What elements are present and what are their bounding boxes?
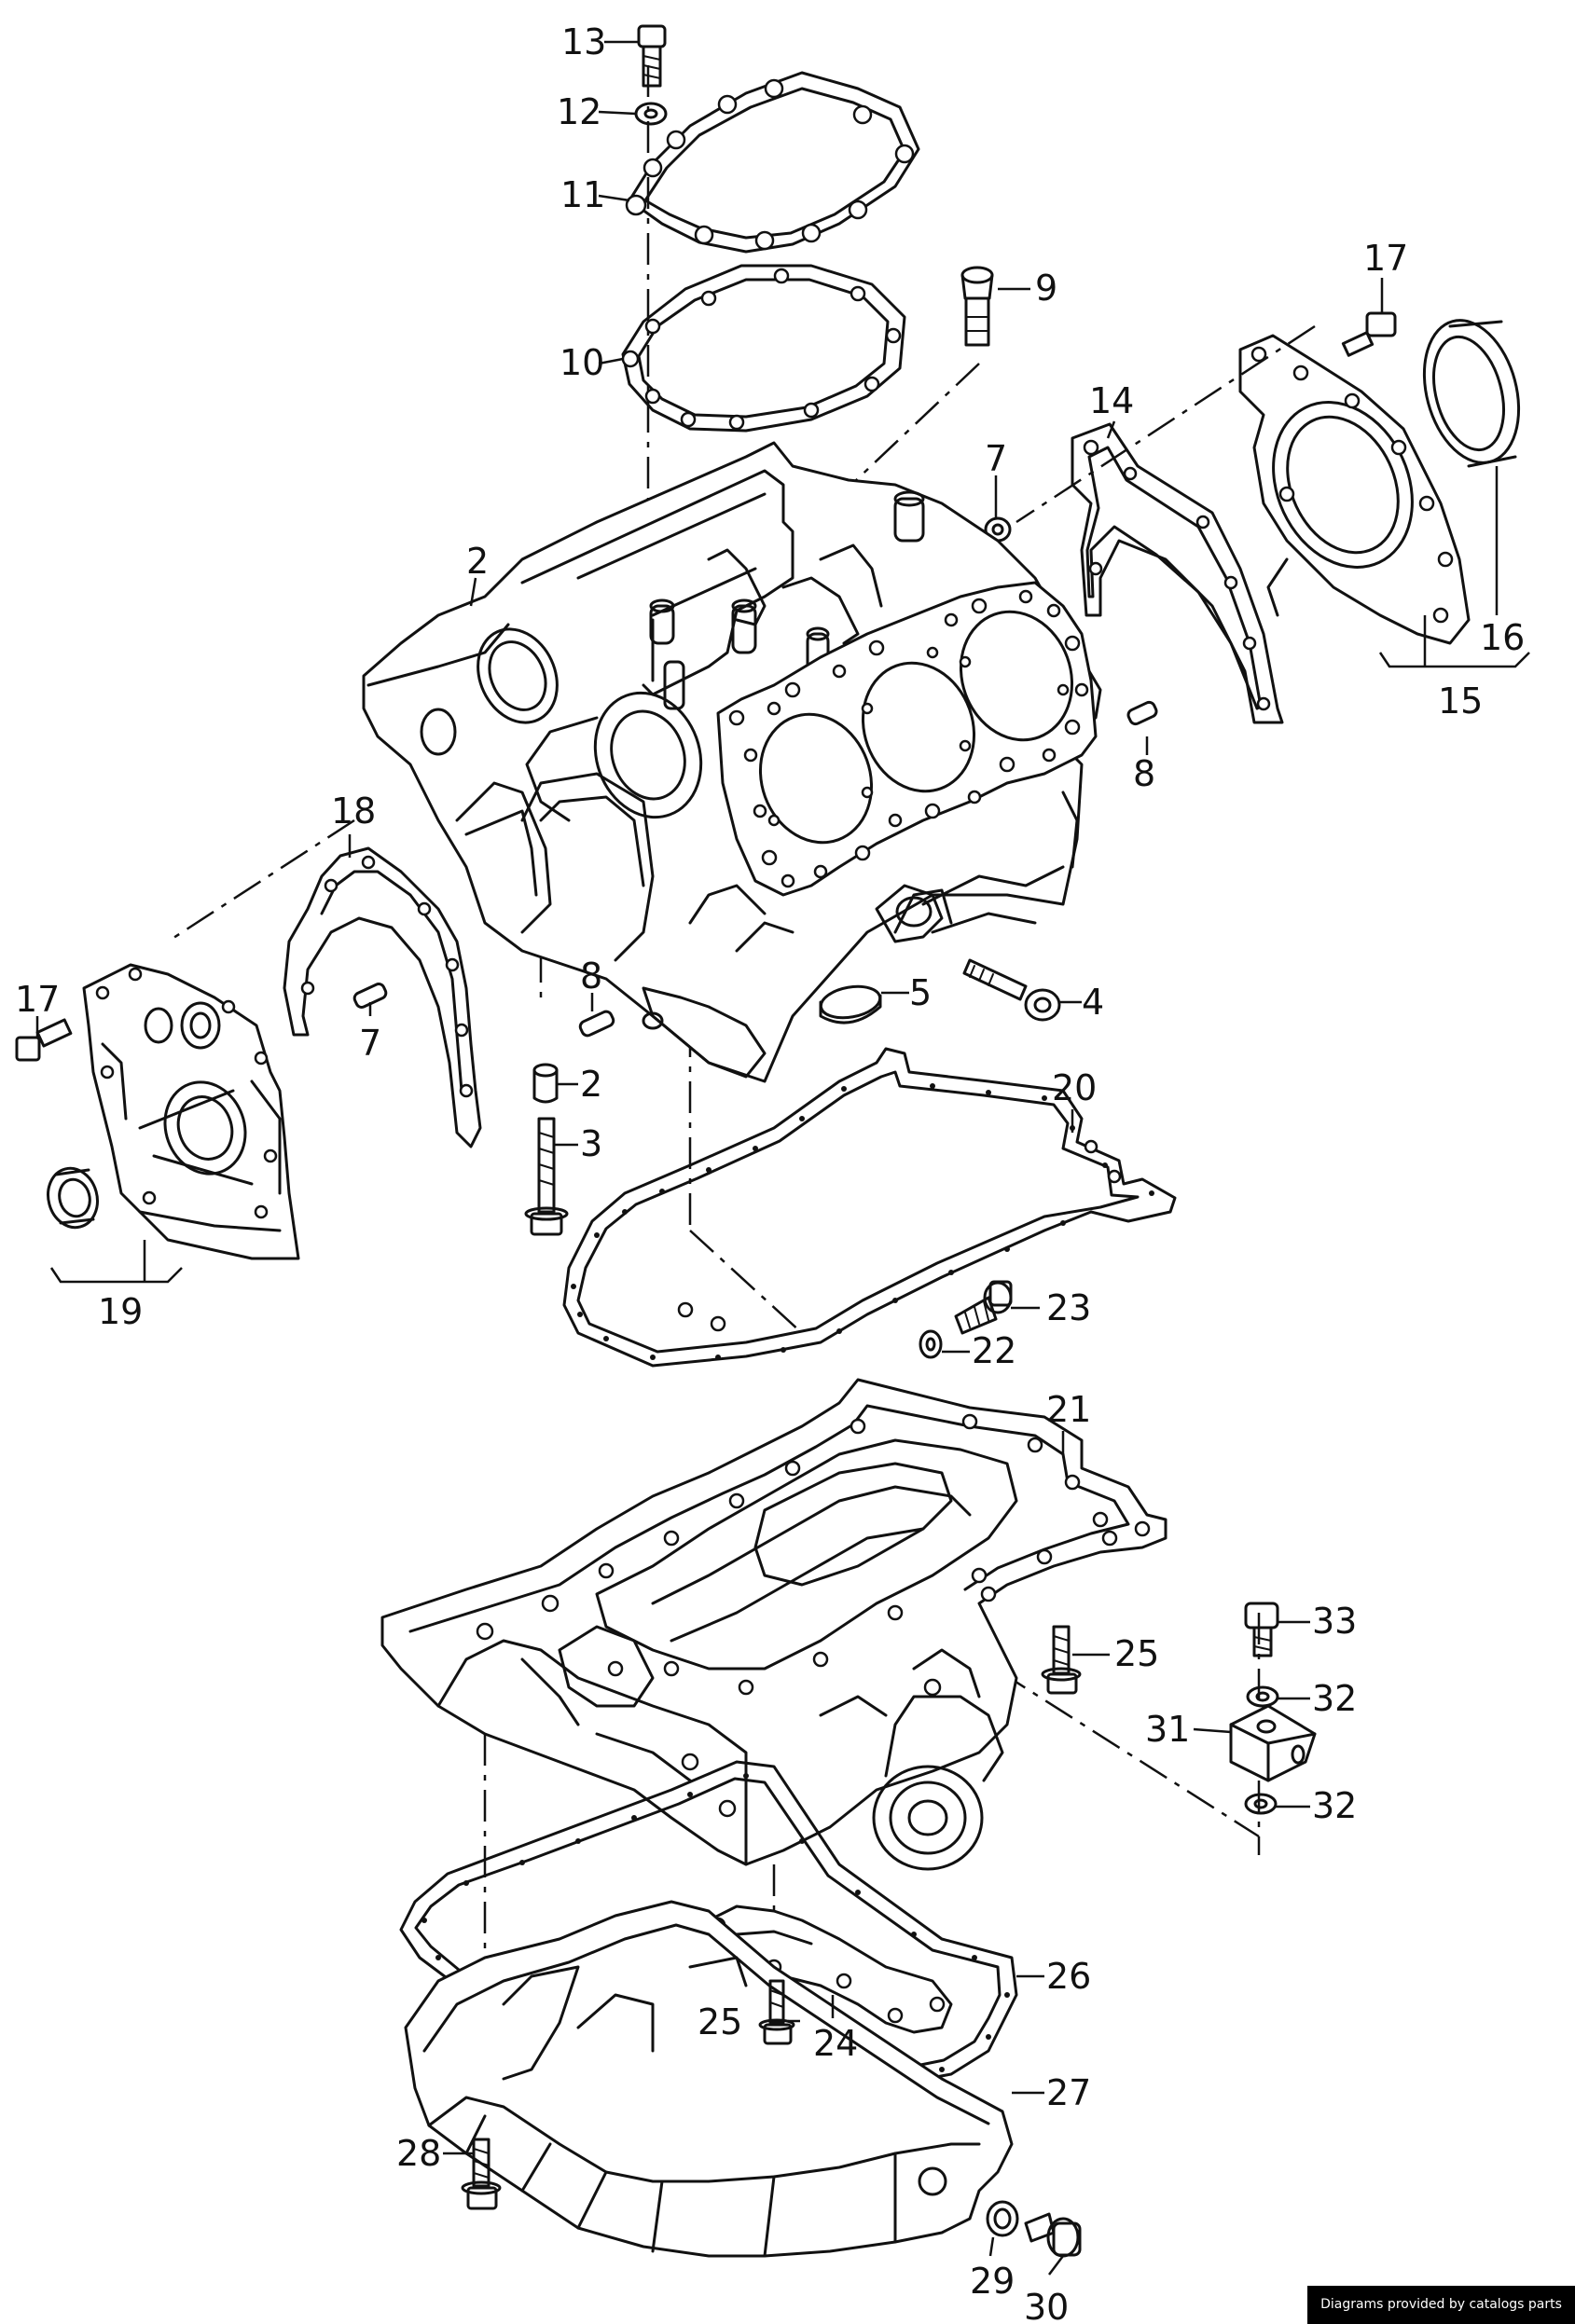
part-7-dowel <box>352 983 388 1009</box>
callout-30: 30 <box>1024 2287 1069 2324</box>
callout-18: 18 <box>331 791 376 832</box>
group-brackets <box>49 615 1530 1284</box>
callout-2: 2 <box>580 1064 602 1105</box>
part-21-upper-oil-pan <box>380 1378 1167 1871</box>
part-21-pan-holes <box>476 1413 1151 1818</box>
callout-20: 20 <box>1052 1067 1097 1108</box>
callout-17a: 17 <box>1363 238 1408 279</box>
part-28-bolt <box>461 2138 502 2210</box>
part-25-bolt-lower <box>758 1979 795 2045</box>
part-30-drain-plug <box>1024 2212 1082 2258</box>
part-11-cover-bolt-holes <box>625 78 915 251</box>
part-2-sleeve <box>532 1063 559 1104</box>
part-12-washer <box>634 102 668 126</box>
part-29-washer <box>986 2200 1019 2237</box>
callout-22: 22 <box>972 1330 1016 1371</box>
leader-lines <box>35 40 1499 2276</box>
part-13-bolt <box>637 24 667 88</box>
part-14-rear-gasket <box>1071 422 1284 724</box>
callout-29: 29 <box>970 2261 1015 2302</box>
callout-16: 16 <box>1480 617 1525 658</box>
callout-28: 28 <box>396 2133 441 2174</box>
credit-badge: Diagrams provided by catalogs parts <box>1307 2286 1575 2324</box>
callout-8a: 8 <box>1133 753 1155 794</box>
part-4-bolt <box>962 958 1061 1022</box>
callout-9: 9 <box>1035 268 1057 309</box>
head-gasket <box>716 581 1098 897</box>
callout-21: 21 <box>1046 1389 1091 1430</box>
part-14-gasket-holes <box>1083 439 1271 711</box>
callout-5: 5 <box>909 972 932 1013</box>
callout-32b: 32 <box>1312 1785 1357 1826</box>
part-25-bolt-upper <box>1041 1625 1082 1695</box>
part-23-sender-plug <box>954 1280 1013 1335</box>
part-16-rear-seal <box>1422 319 1521 468</box>
part-33-bolt <box>1244 1602 1279 1657</box>
part-3-bolt <box>524 1117 569 1236</box>
part-20-gasket-dots <box>571 1083 1154 1360</box>
callout-labels: 13 12 11 10 9 7 14 17 16 15 2 8 18 17 8 … <box>15 21 1525 2324</box>
head-gasket-holes <box>728 589 1089 888</box>
part-19-cover-holes <box>95 967 278 1219</box>
callout-32a: 32 <box>1312 1678 1357 1719</box>
part-18-front-gasket <box>283 846 482 1148</box>
callout-24: 24 <box>813 2023 858 2064</box>
callout-12: 12 <box>557 91 601 132</box>
part-20-oil-pan-gasket <box>562 1047 1177 1368</box>
callout-7: 7 <box>359 1023 381 1064</box>
callout-3: 3 <box>580 1123 602 1164</box>
callout-17b: 17 <box>15 979 60 1020</box>
part-20-gasket-holes <box>677 1139 1122 1332</box>
callout-31: 31 <box>1145 1709 1190 1750</box>
part-5-core-plug <box>819 984 882 1024</box>
callout-19: 19 <box>98 1291 143 1332</box>
callout-1: 2 <box>466 541 489 582</box>
callout-13: 13 <box>561 21 606 62</box>
part-27-lower-oil-pan <box>404 1900 1014 2258</box>
callout-15: 15 <box>1438 681 1483 722</box>
callout-8b: 8 <box>580 956 602 997</box>
callout-14: 14 <box>1089 380 1134 421</box>
callout-26: 26 <box>1046 1956 1091 1997</box>
part-32-washer-upper <box>1246 1685 1279 1708</box>
part-22-washer <box>919 1329 943 1359</box>
part-15-flange-holes <box>1250 346 1454 624</box>
callout-25a: 25 <box>1114 1633 1159 1674</box>
callout-23: 23 <box>1046 1287 1091 1328</box>
part-10-gasket-holes <box>621 268 902 431</box>
callout-11: 11 <box>560 174 605 215</box>
callout-25b: 25 <box>698 2001 742 2042</box>
part-31-bracket <box>1229 1704 1317 1782</box>
part-11-cover <box>628 71 920 254</box>
part-18-gasket-holes <box>300 855 474 1098</box>
callout-6: 7 <box>985 438 1007 479</box>
callout-4: 4 <box>1082 982 1104 1023</box>
part-17-bolt-left <box>15 1018 73 1062</box>
callout-27: 27 <box>1046 2072 1091 2113</box>
part-15-rear-flange <box>1238 334 1471 645</box>
part-32-washer-lower <box>1244 1793 1278 1815</box>
callout-10: 10 <box>560 342 604 383</box>
part-9-breather-plug <box>960 266 994 347</box>
part-17-bolt-right <box>1341 311 1397 357</box>
part-19-front-seal <box>47 1166 99 1230</box>
part-19-front-cover <box>82 963 300 1260</box>
callout-33: 33 <box>1312 1601 1357 1642</box>
part-8-dowel-lower <box>578 1010 615 1038</box>
part-8-dowel-upper <box>1126 700 1158 726</box>
